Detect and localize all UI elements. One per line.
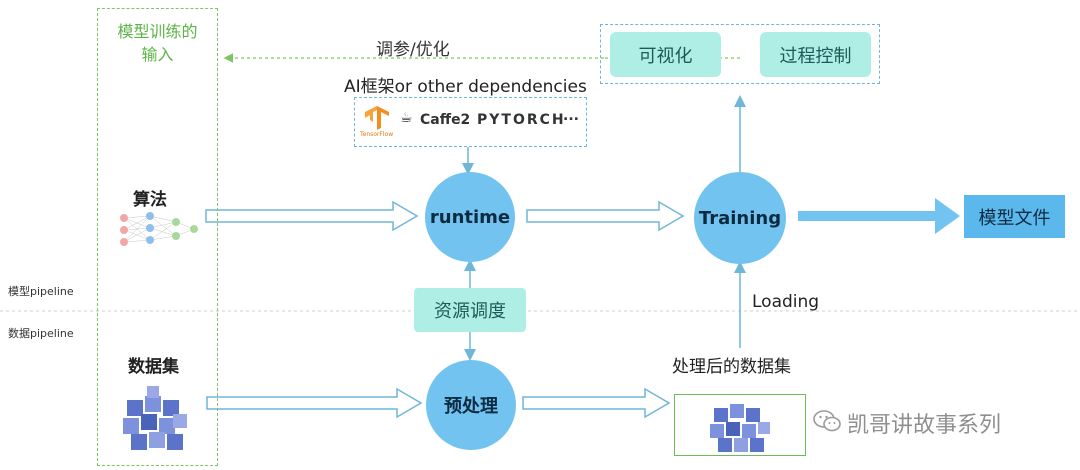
- processed-dataset-box: [674, 394, 806, 456]
- neural-network-icon: [120, 212, 198, 246]
- processed-cube-icon: [710, 404, 770, 452]
- training-node: Training: [694, 172, 786, 264]
- tensorflow-logo: TensorFlow: [360, 104, 394, 140]
- preprocess-node: 预处理: [426, 360, 516, 450]
- wechat-icon: [812, 408, 842, 434]
- runtime-to-training-arrow: [526, 200, 685, 232]
- dataset-to-preprocess-arrow: [206, 387, 423, 419]
- algo-label: 算法: [133, 190, 167, 210]
- processed-dataset-label: 处理后的数据集: [672, 357, 791, 377]
- framework-more: ...: [563, 108, 579, 124]
- runtime-node: runtime: [425, 172, 515, 262]
- dataset-cube-icon: [123, 386, 187, 450]
- preprocess-to-processed-arrow: [522, 387, 671, 419]
- watermark-text: 凯哥讲故事系列: [847, 413, 1002, 438]
- resource-scheduling-box: 资源调度: [414, 288, 526, 332]
- model-file-box: 模型文件: [964, 195, 1065, 238]
- process-control-button: 过程控制: [760, 32, 871, 77]
- framework-label: AI框架or other dependencies: [344, 77, 587, 97]
- training-to-model-arrow: [798, 198, 960, 234]
- framework-box: [354, 97, 587, 147]
- inputs-panel: [97, 8, 218, 466]
- caffe-cup-icon: ☕: [400, 110, 413, 126]
- inputs-title-line2: 输入: [141, 45, 174, 64]
- dataset-label: 数据集: [128, 357, 179, 377]
- data-pipeline-label: 数据pipeline: [8, 327, 74, 340]
- visualization-button: 可视化: [610, 32, 721, 77]
- inputs-title: 模型训练的 输入: [97, 20, 218, 66]
- tools-box: [600, 24, 880, 84]
- tensorflow-icon: [365, 106, 389, 130]
- tensorflow-text: TensorFlow: [360, 131, 394, 138]
- pytorch-logo: PYTORCH: [477, 112, 566, 128]
- inputs-title-line1: 模型训练的: [117, 22, 198, 41]
- tune-label: 调参/优化: [376, 40, 450, 60]
- algo-to-runtime-arrow: [205, 200, 419, 232]
- caffe-logo: Caffe2: [420, 112, 471, 128]
- loading-label: Loading: [752, 292, 820, 312]
- model-pipeline-label: 模型pipeline: [8, 285, 74, 298]
